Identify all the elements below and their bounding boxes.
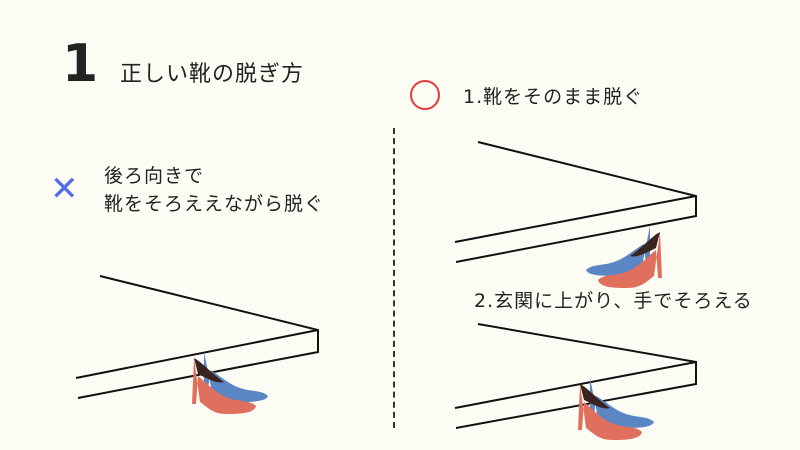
wrong-cross-icon: ✕ [50,169,79,209]
step-2-text: 2.玄関に上がり、手でそろえる [474,290,753,312]
step-1-text: 1.靴をそのまま脱ぐ [463,86,644,108]
wrong-method-text: 後ろ向きで 靴をそろええながら脱ぐ [104,162,324,218]
correct-circle-icon [410,80,440,110]
page-title: 正しい靴の脱ぎ方 [120,62,305,87]
section-number: 1 [62,34,99,94]
wrong-step-drawing [75,275,319,399]
divider-line [393,128,395,428]
step-2-shoes-icon [578,378,654,440]
wrong-method-line-2: 靴をそろええながら脱ぐ [104,193,325,215]
step-2-drawing [454,323,697,429]
wrong-shoes-icon [192,352,268,414]
wrong-method-line-1: 後ろ向きで [104,165,205,187]
step-1-drawing [454,141,697,263]
